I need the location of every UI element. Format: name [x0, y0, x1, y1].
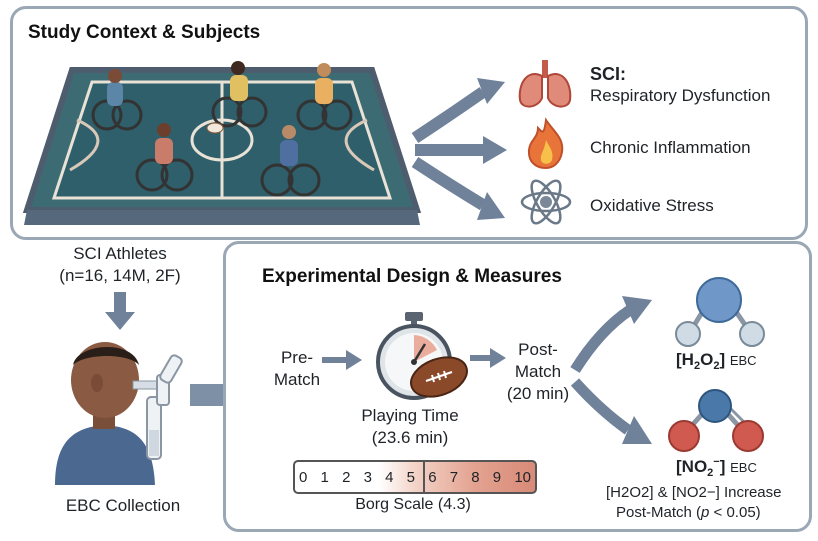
- athlete-figure: [135, 123, 194, 192]
- ebc-collection-label: EBC Collection: [65, 496, 181, 515]
- flame-icon: [527, 117, 564, 170]
- context-arrows: [411, 78, 507, 220]
- borg-tick-label: 5: [406, 468, 415, 486]
- subjects-label: SCI Athletes: [73, 244, 167, 263]
- pre-match-line1: Pre-: [280, 348, 314, 367]
- borg-tick-label: 0: [299, 468, 308, 486]
- borg-tick-label: 6: [428, 468, 437, 486]
- post-match-line3: (20 min): [506, 384, 570, 403]
- borg-scale-caption: Borg Scale (4.3): [355, 496, 471, 513]
- football-icon: [410, 356, 468, 398]
- pre-to-timer-arrow: [322, 350, 362, 370]
- borg-tick-label: 2: [342, 468, 351, 486]
- context-item-respiratory: Respiratory Dysfunction: [590, 86, 771, 105]
- experiment-title: Experimental Design & Measures: [262, 266, 562, 287]
- borg-tick-label: 8: [471, 468, 480, 486]
- athlete-figure: [91, 69, 143, 131]
- borg-tick-label: 10: [514, 468, 531, 486]
- down-arrow: [105, 292, 135, 330]
- playing-time-label: Playing Time: [361, 406, 459, 425]
- study-context-title: Study Context & Subjects: [28, 22, 261, 43]
- lungs-icon: [518, 60, 572, 108]
- post-match-line2: Match: [514, 362, 562, 381]
- athlete-figure: [211, 61, 268, 128]
- context-item-bold: SCI:: [590, 64, 626, 84]
- playing-time-value: (23.6 min): [371, 428, 449, 447]
- basketball-court-illustration: [22, 61, 422, 225]
- borg-tick-label: 7: [449, 468, 459, 486]
- context-item-inflammation: Chronic Inflammation: [590, 138, 751, 157]
- ebc-collection-illustration: [55, 342, 183, 485]
- post-match-line1: Post-: [518, 340, 558, 359]
- athlete-figure: [296, 63, 353, 131]
- no2-label: [NO2−] EBC: [676, 456, 757, 479]
- no2-molecule-icon: [668, 389, 764, 452]
- timer-to-post-arrow: [470, 348, 506, 368]
- borg-tick-label: 9: [492, 468, 502, 486]
- h2o2-molecule-icon: [675, 277, 765, 347]
- atom-icon: [520, 179, 572, 225]
- borg-tick-label: 4: [385, 468, 394, 486]
- result-line1: [H2O2] & [NO2−] Increase: [606, 484, 782, 501]
- borg-tick-label: 3: [363, 468, 372, 486]
- pre-match-line2: Match: [273, 370, 321, 389]
- borg-tick-label: 1: [320, 468, 329, 486]
- result-line2: Post-Match (p < 0.05): [616, 504, 761, 521]
- subjects-count: (n=16, 14M, 2F): [59, 266, 181, 285]
- context-item-oxidative: Oxidative Stress: [590, 196, 714, 215]
- athlete-figure: [260, 125, 321, 197]
- post-to-molecules-arrows: [570, 296, 652, 444]
- h2o2-label: [H2O2] EBC: [676, 350, 757, 372]
